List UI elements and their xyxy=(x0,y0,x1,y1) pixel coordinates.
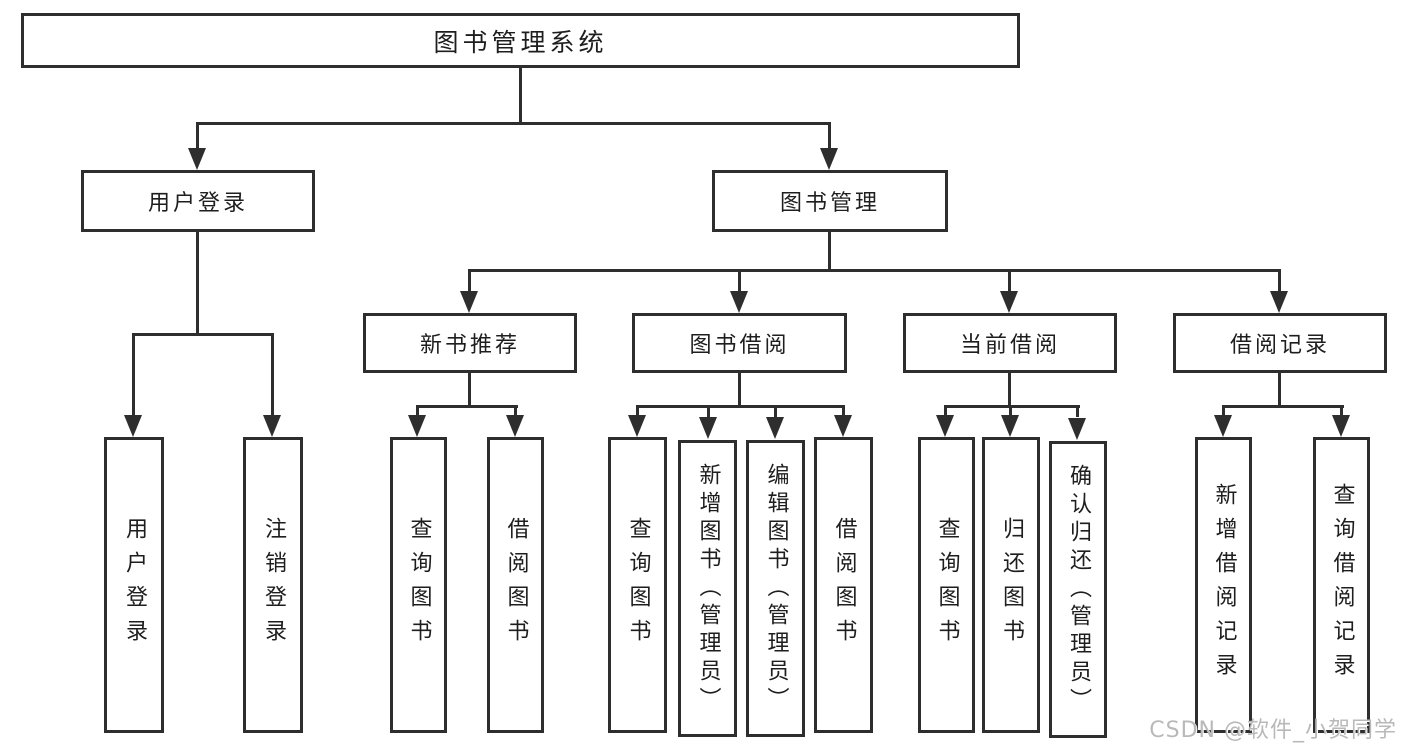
node-label: 图书管理系统 xyxy=(433,27,608,57)
arrowhead-borrow-records xyxy=(1270,291,1288,313)
arrowhead xyxy=(1214,415,1232,437)
connector-drop xyxy=(1009,407,1012,417)
connector-drop xyxy=(774,407,777,417)
arrowhead-user-login xyxy=(188,148,206,170)
connector-drop xyxy=(1340,407,1343,417)
node-user-login: 用户登录 xyxy=(81,170,315,232)
leaf-newbook-query-books: 查询图书 xyxy=(390,437,447,733)
arrowhead-leaf-logout xyxy=(263,415,281,437)
leaf-current-confirm-return-admin: 确认归还（管理员） xyxy=(1049,441,1107,738)
connector-drop-book-management xyxy=(828,124,831,150)
connector-root-branch xyxy=(196,122,831,125)
node-label: 图书管理 xyxy=(779,191,880,216)
connector-drop-new-book xyxy=(468,271,471,292)
node-label: 新书推荐 xyxy=(419,333,520,358)
leaf-borrow-query-books: 查询图书 xyxy=(608,437,667,733)
connector-bookmgmt-branch xyxy=(468,269,1281,272)
arrowhead xyxy=(766,417,784,439)
connector-drop-book-borrow xyxy=(738,271,741,292)
leaf-label: 确认归还（管理员） xyxy=(1066,463,1091,716)
arrowhead xyxy=(834,415,852,437)
node-book-management: 图书管理 xyxy=(712,170,948,232)
arrowhead xyxy=(1001,415,1019,437)
node-label: 用户登录 xyxy=(147,191,248,216)
leaf-label: 新增图书（管理员） xyxy=(695,462,721,715)
leaf-borrow-edit-books-admin: 编辑图书（管理员） xyxy=(746,440,805,737)
leaf-user-login: 用户登录 xyxy=(104,437,164,733)
connector-bookmgmt-stem xyxy=(828,232,831,272)
arrowhead xyxy=(699,417,717,439)
connector-newbook-branch xyxy=(416,405,518,408)
leaf-logout: 注销登录 xyxy=(243,437,303,733)
connector-records-branch xyxy=(1222,405,1344,408)
leaf-borrow-borrow-books: 借阅图书 xyxy=(814,437,873,733)
connector-drop xyxy=(707,407,710,417)
leaf-newbook-borrow-books: 借阅图书 xyxy=(487,437,544,733)
connector-drop xyxy=(1076,407,1079,417)
arrowhead xyxy=(408,415,426,437)
arrowhead xyxy=(628,415,646,437)
connector-drop xyxy=(944,407,947,417)
leaf-records-add-record: 新增借阅记录 xyxy=(1195,437,1252,733)
connector-bookborrow-stem xyxy=(738,373,741,408)
arrowhead-book-management xyxy=(820,148,838,170)
leaf-current-query-books: 查询图书 xyxy=(918,437,975,733)
arrowhead xyxy=(1068,418,1086,440)
leaf-label: 查询图书 xyxy=(406,517,432,653)
connector-currentborrow-branch xyxy=(944,405,1080,408)
leaf-label: 查询图书 xyxy=(934,517,960,653)
connector-drop-leaf-logout xyxy=(271,335,274,415)
connector-drop-borrow-records xyxy=(1278,271,1281,292)
connector-userlogin-stem xyxy=(196,232,199,336)
arrowhead-book-borrow xyxy=(730,291,748,313)
arrowhead-new-book xyxy=(460,291,478,313)
leaf-borrow-add-books-admin: 新增图书（管理员） xyxy=(678,440,737,737)
connector-drop xyxy=(514,407,517,417)
node-book-borrowing: 图书借阅 xyxy=(632,313,847,373)
connector-drop xyxy=(416,407,419,417)
node-label: 借阅记录 xyxy=(1229,333,1330,358)
connector-userlogin-branch xyxy=(132,333,274,336)
node-new-book-recommendation: 新书推荐 xyxy=(363,313,577,373)
leaf-label: 查询图书 xyxy=(625,517,651,653)
arrowhead-current-borrow xyxy=(1000,291,1018,313)
connector-drop xyxy=(1222,407,1225,417)
node-label: 图书借阅 xyxy=(689,333,790,358)
connector-records-stem xyxy=(1278,373,1281,408)
leaf-label: 新增借阅记录 xyxy=(1211,483,1237,687)
node-label: 当前借阅 xyxy=(959,333,1060,358)
arrowhead xyxy=(936,415,954,437)
leaf-label: 归还图书 xyxy=(999,517,1024,653)
connector-drop xyxy=(636,407,639,417)
connector-root-stem xyxy=(519,68,522,125)
leaf-label: 注销登录 xyxy=(261,517,286,653)
connector-drop-current-borrow xyxy=(1008,271,1011,292)
arrowhead xyxy=(1332,415,1350,437)
node-borrowing-records: 借阅记录 xyxy=(1173,313,1387,373)
connector-drop-user-login xyxy=(196,124,199,150)
leaf-label: 借阅图书 xyxy=(503,517,529,653)
connector-newbook-stem xyxy=(468,373,471,408)
node-library-management-system: 图书管理系统 xyxy=(21,13,1020,68)
node-current-borrowing: 当前借阅 xyxy=(903,313,1117,373)
leaf-label: 用户登录 xyxy=(122,517,147,653)
leaf-label: 编辑图书（管理员） xyxy=(763,462,789,715)
leaf-label: 借阅图书 xyxy=(831,517,857,653)
csdn-watermark: CSDN @软件_小贺同学 xyxy=(1149,718,1397,743)
arrowhead xyxy=(506,415,524,437)
leaf-records-query-record: 查询借阅记录 xyxy=(1313,437,1370,733)
connector-currentborrow-stem xyxy=(1008,373,1011,408)
connector-drop-leaf-user-login xyxy=(132,335,135,415)
arrowhead-leaf-user-login xyxy=(124,415,142,437)
connector-bookborrow-branch xyxy=(636,405,845,408)
leaf-current-return-books: 归还图书 xyxy=(982,437,1040,733)
leaf-label: 查询借阅记录 xyxy=(1329,483,1355,687)
connector-drop xyxy=(842,407,845,417)
